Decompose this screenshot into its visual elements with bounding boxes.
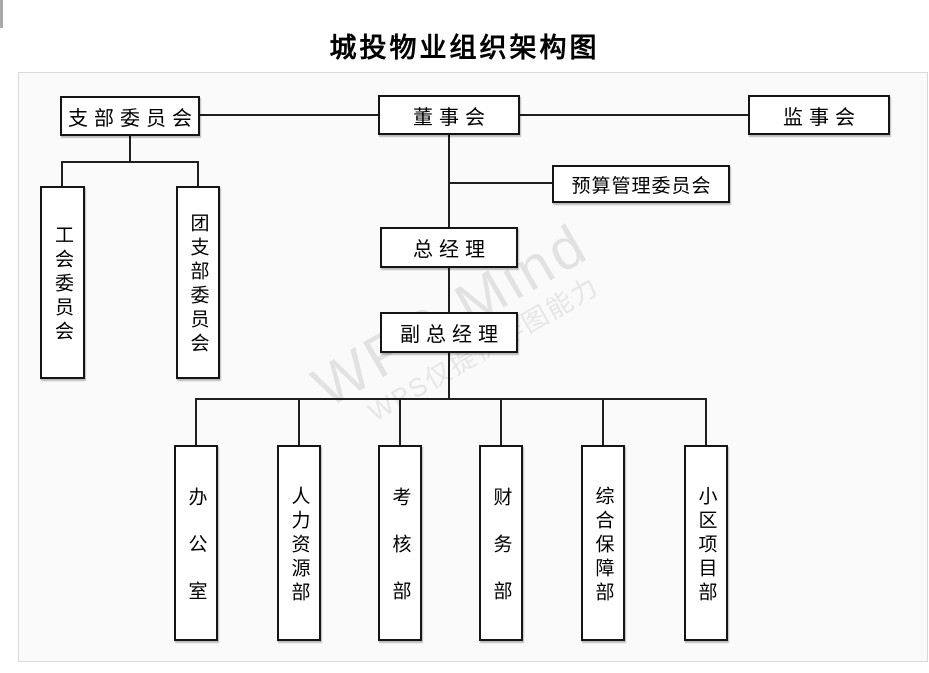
node-general-manager-label: 总经理 — [413, 239, 491, 261]
window-edge-mark — [0, 0, 3, 28]
chart-title: 城投物业组织架构图 — [329, 33, 600, 63]
node-dept-hr[interactable]: 人力资源部 — [277, 445, 321, 641]
node-union-committee-label: 工会委员会 — [52, 225, 73, 345]
node-dept-community-project-label: 小区项目部 — [695, 485, 717, 606]
connector-drop-assessment — [399, 398, 401, 445]
node-board[interactable]: 董事会 — [378, 95, 520, 135]
node-dept-community-project[interactable]: 小区项目部 — [684, 445, 728, 641]
connector-board-gm — [448, 135, 450, 227]
connector-budget-branch — [449, 182, 552, 184]
node-dept-hr-label: 人力资源部 — [288, 485, 310, 606]
node-dept-support[interactable]: 综合保障部 — [581, 445, 625, 641]
connector-drop-youth-league — [197, 161, 199, 186]
node-youth-league-branch-label: 团支部委员会 — [187, 213, 209, 357]
node-dept-office-label: 办公室 — [185, 486, 207, 628]
connector-branch-rail — [61, 161, 199, 163]
connector-drop-support — [602, 398, 604, 445]
node-union-committee[interactable]: 工会委员会 — [40, 186, 85, 379]
connector-deputy-trunk — [448, 353, 450, 400]
diagram-canvas[interactable] — [18, 72, 928, 662]
node-budget-committee-label: 预算管理委员会 — [571, 175, 712, 197]
node-dept-assessment[interactable]: 考核部 — [378, 445, 422, 641]
node-budget-committee[interactable]: 预算管理委员会 — [552, 165, 730, 203]
connector-departments-rail — [195, 398, 707, 400]
connector-drop-hr — [298, 398, 300, 445]
connector-drop-community — [705, 398, 707, 445]
connector-gm-deputy — [448, 268, 450, 312]
node-board-label: 董事会 — [413, 106, 491, 129]
node-general-manager[interactable]: 总经理 — [380, 227, 518, 268]
connector-branch-board — [200, 114, 378, 116]
connector-board-supervisory — [520, 114, 748, 116]
node-branch-committee[interactable]: 支部委员会 — [60, 96, 200, 136]
node-dept-support-label: 综合保障部 — [592, 485, 614, 606]
node-branch-committee-label: 支部委员会 — [68, 107, 198, 130]
node-dept-assessment-label: 考核部 — [389, 486, 411, 628]
node-dept-office[interactable]: 办公室 — [174, 445, 218, 641]
node-supervisory-board-label: 监事会 — [783, 106, 861, 129]
node-youth-league-branch[interactable]: 团支部委员会 — [176, 186, 220, 379]
connector-branch-trunk — [129, 136, 131, 163]
connector-drop-office — [195, 398, 197, 445]
node-deputy-general-manager[interactable]: 副总经理 — [380, 312, 518, 353]
node-supervisory-board[interactable]: 监事会 — [748, 95, 890, 135]
node-deputy-general-manager-label: 副总经理 — [400, 324, 504, 346]
node-dept-finance[interactable]: 财务部 — [479, 445, 523, 641]
connector-drop-union — [61, 161, 63, 186]
connector-drop-finance — [500, 398, 502, 445]
node-dept-finance-label: 财务部 — [490, 486, 512, 628]
